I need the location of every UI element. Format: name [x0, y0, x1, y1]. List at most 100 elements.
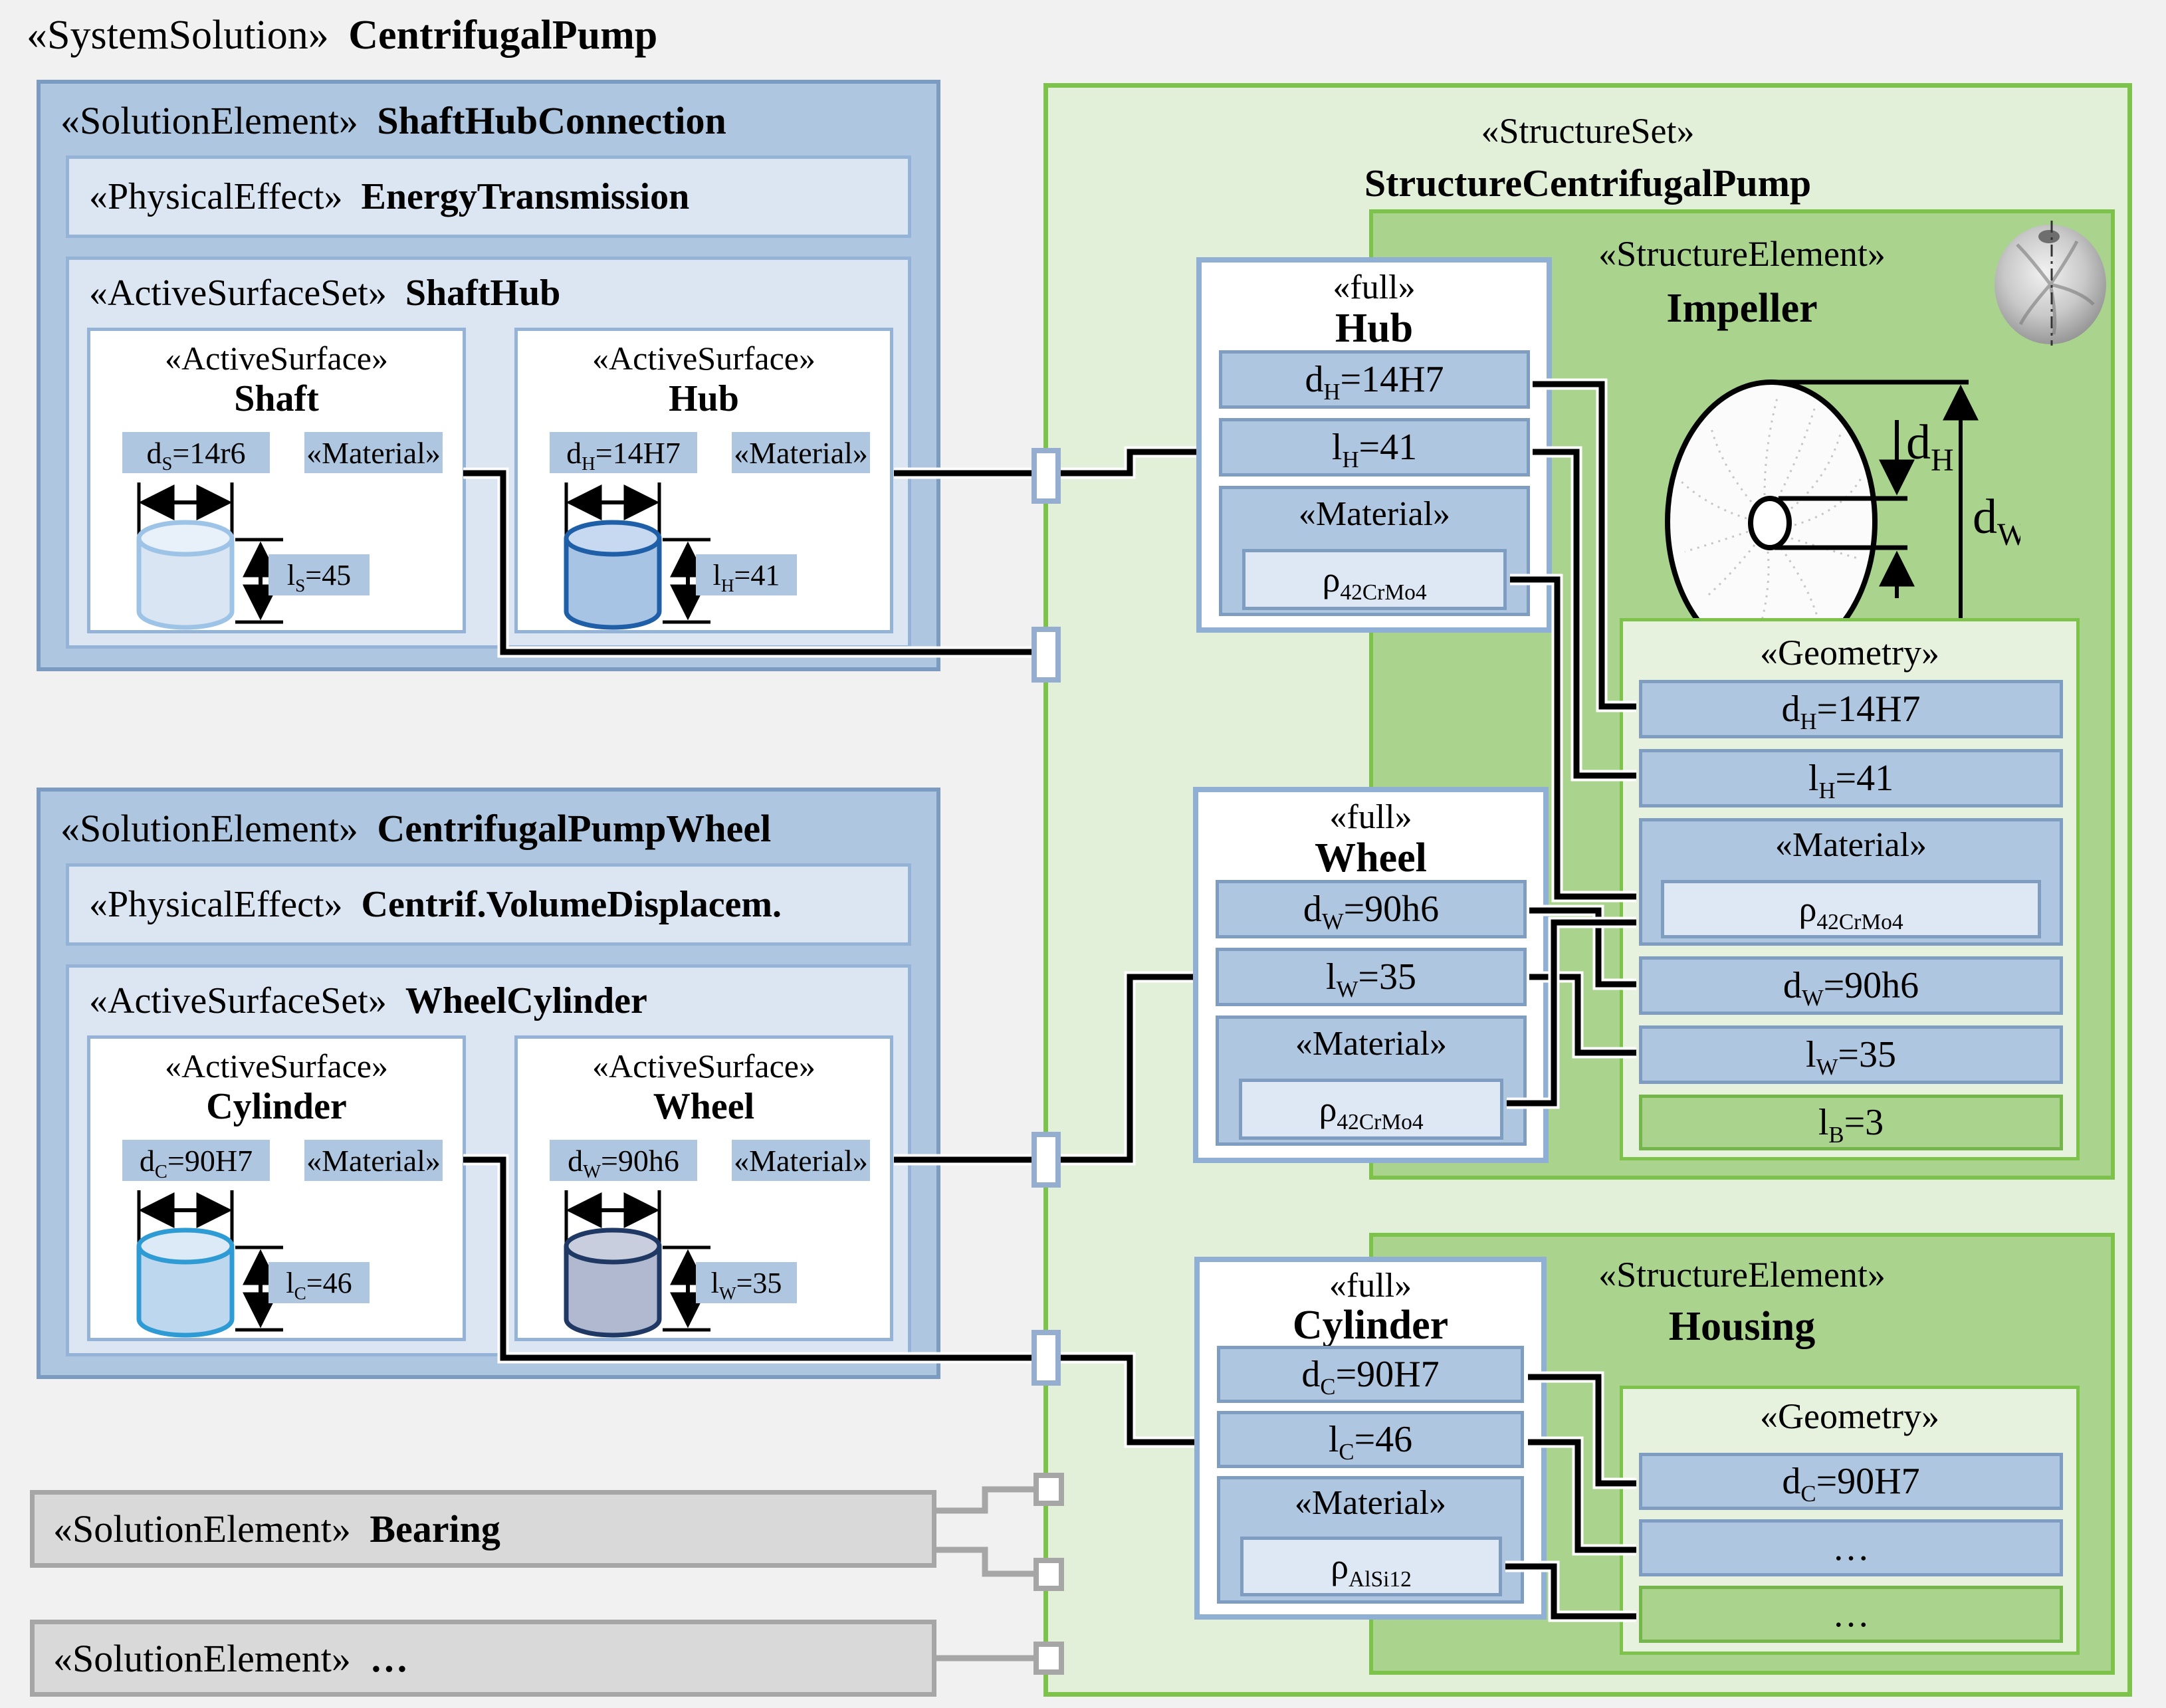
port-shaft-connection: [1031, 627, 1061, 683]
element-name: CentrifugalPumpWheel: [377, 807, 772, 850]
stereotype-label: «Geometry»: [1760, 633, 1939, 673]
stereotype-label: «ActiveSurface»: [592, 1047, 815, 1085]
cylinder-cylinder-drawing: [136, 1190, 283, 1338]
stereotype-label: «Material»: [1294, 1484, 1447, 1522]
length-chip: lW=35: [696, 1262, 797, 1303]
port-wheel-connection: [1031, 1132, 1061, 1188]
stereotype-label: «ActiveSurface»: [165, 340, 388, 377]
stereotype-label: «SolutionElement»: [53, 1636, 351, 1680]
element-name: ShaftHubConnection: [377, 99, 726, 142]
stereotype-label: «StructureSet»: [1481, 111, 1695, 151]
full-row-d: dC=90H7: [1217, 1346, 1524, 1403]
structure-set-name: StructureCentrifugalPump: [1364, 161, 1812, 205]
dimension-chip: dS=14r6: [122, 432, 270, 473]
part-name: Cylinder: [1292, 1303, 1449, 1348]
active-surface-set-box: «ActiveSurfaceSet» ShaftHub «ActiveSurfa…: [66, 257, 911, 649]
solution-element-header: «SolutionElement» CentrifugalPumpWheel: [60, 806, 771, 851]
full-row-material: «Material» ρ42CrMo4: [1219, 486, 1530, 616]
active-surface-shaft: «ActiveSurface» Shaft dS=14r6 «Material»…: [87, 328, 466, 633]
geometry-row-material: «Material» ρ42CrMo4: [1639, 818, 2063, 946]
port-bearing-upper: [1033, 1473, 1064, 1506]
geometry-row-dc: dC=90H7: [1639, 1453, 2063, 1510]
active-surface-set-box: «ActiveSurfaceSet» WheelCylinder «Active…: [66, 964, 911, 1356]
material-chip: «Material»: [732, 432, 870, 473]
port-hub-connection: [1031, 448, 1061, 504]
stereotype-label: «StructureElement»: [1598, 1255, 1886, 1295]
full-wheel-box: «full» Wheel dW=90h6 lW=35 «Material» ρ4…: [1193, 787, 1549, 1163]
material-density-value: ρ42CrMo4: [1239, 1079, 1503, 1140]
solution-element-bearing: «SolutionElement» Bearing: [30, 1490, 936, 1568]
solution-element-centrifugal-pump-wheel: «SolutionElement» CentrifugalPumpWheel «…: [37, 788, 940, 1379]
material-chip: «Material»: [304, 1140, 443, 1181]
material-density-value: ρAlSi12: [1240, 1537, 1502, 1596]
dimension-chip: dW=90h6: [550, 1140, 697, 1181]
material-chip: «Material»: [732, 1140, 870, 1181]
geometry-row-lb: lB=3: [1639, 1095, 2063, 1150]
length-chip: lH=41: [696, 554, 797, 595]
page-title-stereotype: «SystemSolution»: [27, 13, 329, 58]
active-surface-cylinder: «ActiveSurface» Cylinder dC=90H7 «Materi…: [87, 1035, 466, 1341]
length-chip: lS=45: [269, 554, 370, 595]
geometry-row-dots-green: …: [1639, 1586, 2063, 1643]
port-cylinder-connection: [1031, 1330, 1061, 1386]
part-name: Hub: [1335, 306, 1414, 351]
element-name: Bearing: [370, 1507, 500, 1550]
solution-element-header: «SolutionElement» ShaftHubConnection: [60, 98, 726, 143]
length-chip: lC=46: [269, 1262, 370, 1303]
material-density-value: ρ42CrMo4: [1242, 549, 1507, 610]
active-surface-wheel: «ActiveSurface» Wheel dW=90h6 «Material»…: [514, 1035, 893, 1341]
stereotype-label: «ActiveSurfaceSet»: [89, 980, 387, 1021]
material-chip: «Material»: [304, 432, 443, 473]
geometry-row-dots-blue: …: [1639, 1519, 2063, 1576]
active-surface-set-header: «ActiveSurfaceSet» ShaftHub: [89, 272, 560, 314]
stereotype-label: «PhysicalEffect»: [89, 176, 343, 217]
stereotype-label: «Material»: [1298, 495, 1451, 533]
effect-name: Centrif.VolumeDisplacem.: [361, 884, 782, 925]
full-cylinder-box: «full» Cylinder dC=90H7 lC=46 «Material»…: [1194, 1257, 1547, 1620]
impeller-photo-icon: [1995, 221, 2106, 346]
stereotype-label: «ActiveSurfaceSet»: [89, 272, 387, 314]
solution-element-more: «SolutionElement» …: [30, 1620, 936, 1697]
stereotype-label: «Material»: [1295, 1025, 1448, 1063]
stereotype-label: «PhysicalEffect»: [89, 884, 343, 925]
surface-name: Hub: [669, 378, 739, 419]
geometry-row-lh: lH=41: [1639, 749, 2063, 807]
structure-element-name: Impeller: [1666, 286, 1818, 331]
housing-geometry-box: «Geometry» dC=90H7 … …: [1620, 1386, 2080, 1655]
stereotype-label: «Geometry»: [1760, 1396, 1939, 1436]
material-density-value: ρ42CrMo4: [1661, 880, 2041, 938]
full-row-material: «Material» ρAlSi12: [1217, 1476, 1524, 1604]
stereotype-label: «Material»: [1775, 826, 1927, 864]
stereotype-label: «SolutionElement»: [60, 99, 358, 142]
stereotype-label: «full»: [1333, 268, 1416, 306]
geometry-row-dw: dW=90h6: [1639, 956, 2063, 1015]
shaft-cylinder-drawing: [136, 482, 283, 630]
surface-name: Cylinder: [206, 1086, 347, 1127]
stereotype-label: «StructureElement»: [1598, 234, 1886, 274]
svg-text:dW: dW: [1973, 490, 2020, 552]
geometry-row-dh: dH=14H7: [1639, 680, 2063, 738]
surface-name: Wheel: [653, 1086, 755, 1127]
port-more-connection: [1033, 1642, 1064, 1675]
element-name: …: [370, 1636, 409, 1680]
stereotype-label: «SolutionElement»: [53, 1507, 351, 1550]
surface-name: Shaft: [234, 378, 319, 419]
stereotype-label: «full»: [1329, 798, 1412, 836]
full-row-d: dW=90h6: [1216, 880, 1527, 938]
geometry-row-lw: lW=35: [1639, 1025, 2063, 1084]
full-row-material: «Material» ρ42CrMo4: [1216, 1015, 1527, 1146]
set-name: WheelCylinder: [405, 980, 647, 1021]
dimension-chip: dH=14H7: [550, 432, 697, 473]
structure-element-name: Housing: [1668, 1304, 1816, 1349]
physical-effect-box: «PhysicalEffect» EnergyTransmission: [66, 156, 911, 238]
active-surface-set-header: «ActiveSurfaceSet» WheelCylinder: [89, 980, 647, 1022]
part-name: Wheel: [1315, 835, 1427, 881]
stereotype-label: «SolutionElement»: [60, 807, 358, 850]
active-surface-hub: «ActiveSurface» Hub dH=14H7 «Material» l…: [514, 328, 893, 633]
page-title-name: CentrifugalPump: [348, 13, 658, 58]
stereotype-label: «ActiveSurface»: [165, 1047, 388, 1085]
dimension-chip: dC=90H7: [122, 1140, 270, 1181]
full-row-l: lH=41: [1219, 418, 1530, 477]
physical-effect-box: «PhysicalEffect» Centrif.VolumeDisplacem…: [66, 863, 911, 946]
impeller-geometry-box: «Geometry» dH=14H7 lH=41 «Material» ρ42C…: [1620, 618, 2080, 1160]
